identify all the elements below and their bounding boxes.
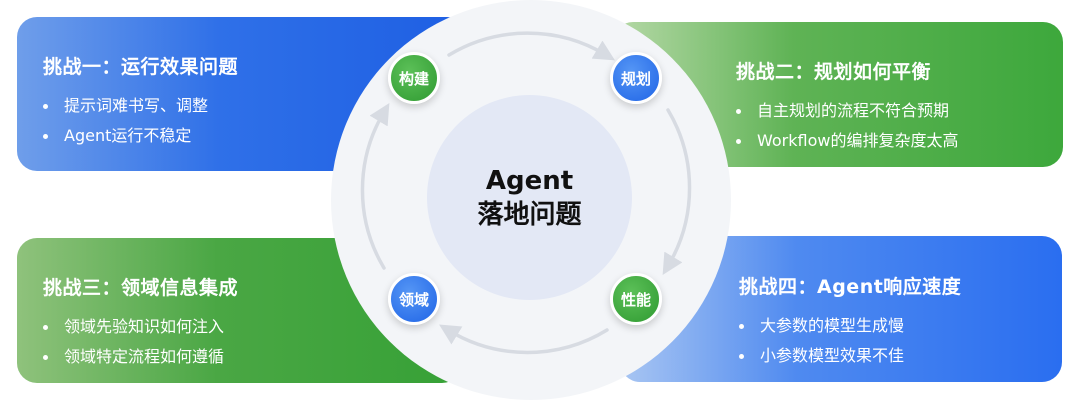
- challenge-1-title: 挑战一：运行效果问题: [43, 56, 239, 78]
- challenge-1-list: 提示词难书写、调整 Agent运行不稳定: [43, 91, 467, 151]
- list-item: 领域特定流程如何遵循: [43, 342, 462, 372]
- center-title: Agent 落地问题: [427, 95, 632, 300]
- list-item: Agent运行不稳定: [43, 121, 467, 151]
- challenge-4-list: 大参数的模型生成慢 小参数模型效果不佳: [739, 311, 1062, 371]
- challenge-2-list: 自主规划的流程不符合预期 Workflow的编排复杂度太高: [736, 96, 1063, 156]
- center-title-line-2: 落地问题: [477, 199, 582, 230]
- challenge-4-title: 挑战四：Agent响应速度: [739, 276, 962, 298]
- arrow-performance-to-domain: [439, 324, 609, 355]
- bullet-icon: [739, 353, 744, 359]
- bullet-icon: [43, 103, 48, 109]
- challenge-3-list: 领域先验知识如何注入 领域特定流程如何遵循: [43, 312, 462, 372]
- list-item: 提示词难书写、调整: [43, 91, 467, 121]
- node-domain: 领域: [388, 273, 440, 325]
- challenge-2-title: 挑战二：规划如何平衡: [736, 61, 932, 83]
- bullet-icon: [736, 138, 741, 144]
- list-item: 小参数模型效果不佳: [739, 341, 1062, 371]
- node-build: 构建: [388, 52, 440, 104]
- bullet-icon: [43, 133, 48, 139]
- bullet-icon: [43, 324, 48, 330]
- bullet-icon: [736, 108, 741, 114]
- list-item: 领域先验知识如何注入: [43, 312, 462, 342]
- arrow-plan-to-performance: [662, 108, 692, 276]
- list-item: 自主规划的流程不符合预期: [736, 96, 1063, 126]
- arrow-build-to-plan: [447, 31, 615, 61]
- node-performance: 性能: [610, 273, 662, 325]
- arrow-domain-to-build: [360, 102, 390, 270]
- center-title-line-1: Agent: [485, 165, 574, 196]
- center-circle: [427, 95, 632, 300]
- bullet-icon: [739, 323, 744, 329]
- node-plan: 规划: [610, 52, 662, 104]
- bullet-icon: [43, 354, 48, 360]
- list-item: Workflow的编排复杂度太高: [736, 126, 1063, 156]
- challenge-3-title: 挑战三：领域信息集成: [43, 277, 239, 299]
- list-item: 大参数的模型生成慢: [739, 311, 1062, 341]
